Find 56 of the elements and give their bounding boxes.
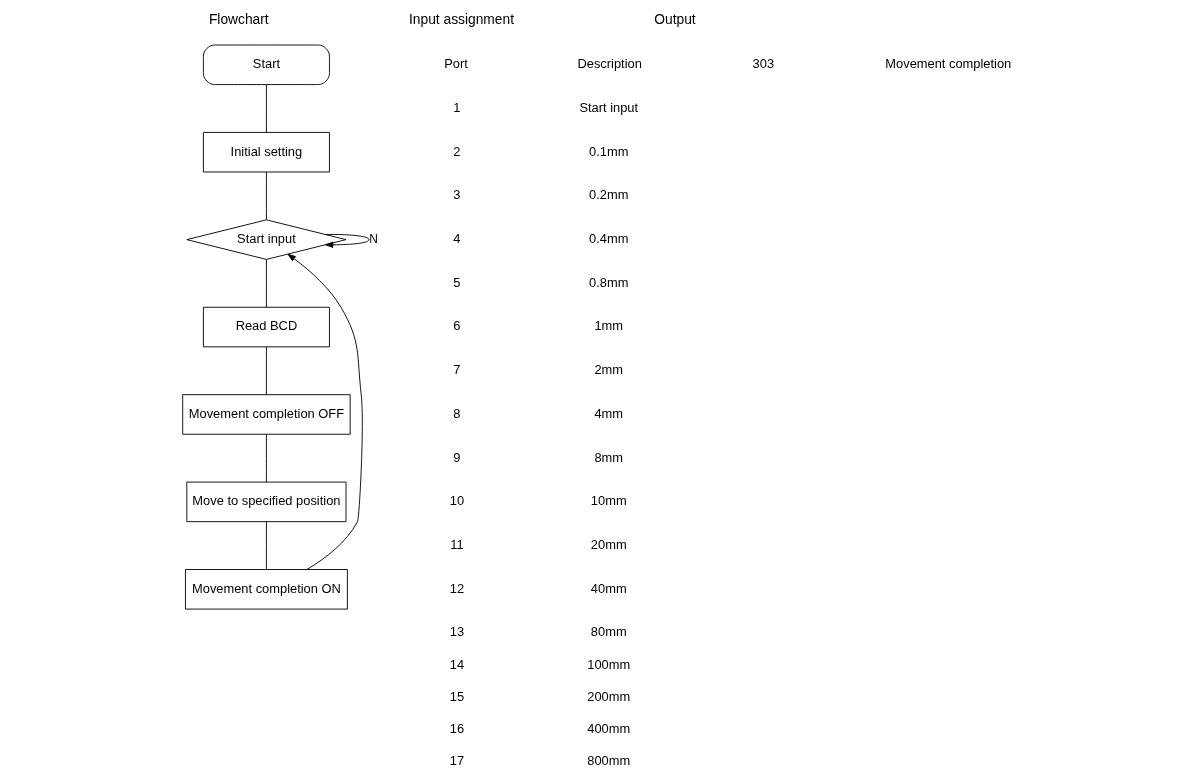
- label: 14: [449, 656, 464, 672]
- label: 6: [452, 318, 460, 334]
- label: Start input: [578, 99, 638, 115]
- node-box: Initial setting: [202, 131, 330, 173]
- label: 10mm: [590, 493, 627, 509]
- node-box: Read BCD: [202, 306, 330, 348]
- label: 11: [449, 537, 464, 552]
- label: 2mm: [593, 362, 623, 378]
- label: 20mm: [590, 537, 627, 552]
- label: 0.1mm: [588, 143, 628, 159]
- label: 17: [449, 753, 464, 769]
- label: 200mm: [586, 688, 630, 704]
- node-box: Move to specified position: [185, 481, 346, 523]
- node-box: Movement completion OFF: [181, 394, 351, 435]
- label: Flowchart: [208, 11, 269, 27]
- label: 8mm: [593, 449, 623, 465]
- label: 7: [452, 362, 460, 378]
- label: Description: [576, 56, 642, 72]
- label: 5: [452, 274, 460, 290]
- label: 1mm: [593, 318, 623, 334]
- label: 80mm: [590, 624, 627, 640]
- connector: [265, 521, 267, 570]
- label: 9: [452, 449, 460, 465]
- connector: [265, 171, 267, 221]
- label: 400mm: [586, 721, 630, 737]
- label: 12: [449, 580, 464, 596]
- connector: [265, 259, 267, 308]
- label: 13: [449, 624, 464, 640]
- label: 40mm: [590, 580, 627, 596]
- label: 4mm: [593, 405, 623, 421]
- connector: [265, 84, 267, 133]
- arrow: [324, 234, 369, 248]
- edge-label: N: [368, 231, 378, 246]
- connector: [265, 433, 267, 483]
- label: 4: [452, 231, 460, 247]
- node-box: Movement completion ON: [184, 569, 348, 610]
- label: Output: [653, 11, 696, 27]
- label: Movement completion: [884, 56, 1011, 72]
- label: 8: [452, 405, 460, 421]
- label: Input assignment: [408, 11, 514, 27]
- label: 100mm: [586, 656, 630, 672]
- label: 0.2mm: [588, 187, 628, 203]
- label: Port: [443, 56, 468, 72]
- label: 15: [449, 688, 464, 704]
- arrow: [287, 253, 363, 570]
- label: 0.4mm: [588, 231, 628, 247]
- label: 2: [452, 143, 460, 159]
- label: 800mm: [586, 753, 630, 769]
- label: 10: [449, 493, 464, 509]
- label: 303: [752, 56, 774, 72]
- label: 3: [452, 187, 460, 203]
- label: 16: [449, 721, 464, 737]
- connector: [265, 346, 267, 396]
- node-box: Start: [202, 44, 330, 86]
- label: 0.8mm: [588, 274, 628, 290]
- label: 1: [452, 99, 460, 115]
